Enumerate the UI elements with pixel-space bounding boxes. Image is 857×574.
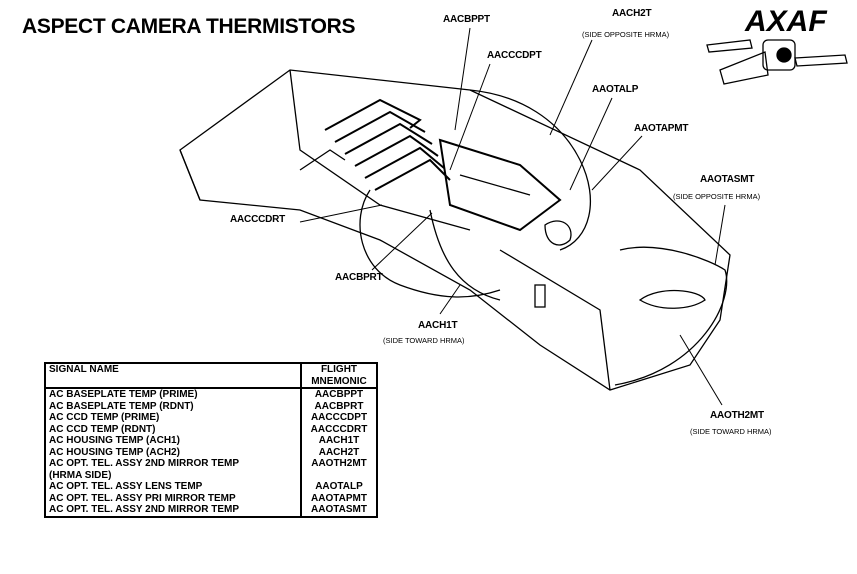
note-aaoth2mt: (SIDE TOWARD HRMA) bbox=[690, 427, 772, 436]
signal-name-text: AC OPT. TEL. ASSY 2ND MIRROR TEMP bbox=[49, 504, 240, 515]
signal-name-text: AC BASEPLATE TEMP (RDNT) bbox=[49, 400, 194, 412]
table-row: AC CCD TEMP (PRIME) AACCCDPT bbox=[45, 412, 377, 424]
signal-name-text: AC OPT. TEL. ASSY 2ND MIRROR TEMP bbox=[49, 458, 240, 469]
table-row: AC CCD TEMP (RDNT) AACCCDRT bbox=[45, 423, 377, 436]
label-aach1t: AACH1T bbox=[418, 320, 458, 331]
signal-name: AC HOUSING TEMP (ACH1) bbox=[45, 435, 301, 447]
signal-name: AC OPT. TEL. ASSY 2ND MIRROR TEMP bbox=[45, 504, 301, 517]
heat-sink-fins bbox=[324, 98, 451, 191]
signal-name: AC BASEPLATE TEMP (RDNT) bbox=[45, 401, 301, 413]
signal-name: AC CCD TEMP (RDNT) bbox=[45, 424, 301, 436]
table-row: AC BASEPLATE TEMP (RDNT) AACBPRT bbox=[45, 400, 377, 413]
leader-lines bbox=[299, 27, 726, 406]
label-aaotalp: AAOTALP bbox=[592, 84, 639, 95]
signal-name: AC BASEPLATE TEMP (PRIME) bbox=[45, 388, 301, 401]
camera-housing bbox=[179, 69, 731, 391]
table-row: AC OPT. TEL. ASSY LENS TEMP AAOTALP bbox=[45, 481, 377, 493]
satellite-icon bbox=[706, 39, 848, 85]
header-mnemonic: MNEMONIC bbox=[311, 375, 367, 387]
label-aacccdrt: AACCCDRT bbox=[230, 214, 286, 225]
label-aaotapmt: AAOTAPMT bbox=[634, 123, 689, 134]
label-aaotasmt: AAOTASMT bbox=[700, 174, 755, 185]
table-row: AC OPT. TEL. ASSY PRI MIRROR TEMP AAOTAPM… bbox=[45, 492, 377, 505]
note-aaotasmt: (SIDE OPPOSITE HRMA) bbox=[673, 192, 761, 201]
label-aaoth2mt: AAOTH2MT bbox=[710, 410, 764, 421]
table-row: AC HOUSING TEMP (ACH2) AACH2T bbox=[45, 446, 377, 459]
flight-mnemonic: AACBPRT bbox=[300, 400, 377, 412]
flight-mnemonic: AACBPPT bbox=[300, 388, 377, 401]
header-signal-name: SIGNAL NAME bbox=[45, 363, 301, 389]
flight-mnemonic: AACH1T bbox=[300, 435, 377, 447]
flight-mnemonic: AAOTALP bbox=[300, 481, 377, 493]
header-flight: FLIGHT bbox=[320, 364, 358, 375]
note-aach1t: (SIDE TOWARD HRMA) bbox=[383, 336, 465, 345]
flight-mnemonic: AACH2T bbox=[300, 446, 377, 458]
label-aacccdpt: AACCCDPT bbox=[487, 50, 542, 61]
flight-mnemonic: AAOTH2MT bbox=[300, 458, 377, 481]
page-title: ASPECT CAMERA THERMISTORS bbox=[22, 15, 356, 38]
note-aach2t: (SIDE OPPOSITE HRMA) bbox=[582, 30, 670, 39]
table-row: AC OPT. TEL. ASSY 2ND MIRROR TEMP AAOTASM… bbox=[45, 504, 377, 517]
signal-name-text: AC CCD TEMP (PRIME) bbox=[49, 412, 160, 423]
signal-name: AC OPT. TEL. ASSY PRI MIRROR TEMP bbox=[45, 493, 301, 505]
signal-name-text-line2: (HRMA SIDE) bbox=[49, 469, 112, 481]
signal-name: AC OPT. TEL. ASSY LENS TEMP bbox=[45, 481, 301, 493]
table-row: AC HOUSING TEMP (ACH1) AACH1T bbox=[45, 435, 377, 447]
signal-name: AC HOUSING TEMP (ACH2) bbox=[45, 447, 301, 459]
signal-name-text: AC HOUSING TEMP (ACH1) bbox=[49, 435, 180, 446]
signal-name: AC OPT. TEL. ASSY 2ND MIRROR TEMP(HRMA S… bbox=[45, 458, 301, 481]
flight-mnemonic: AAOTASMT bbox=[300, 504, 377, 517]
label-aacbprt: AACBPRT bbox=[335, 272, 383, 283]
signal-name: AC CCD TEMP (PRIME) bbox=[45, 412, 301, 424]
signal-name-text: AC BASEPLATE TEMP (PRIME) bbox=[49, 389, 198, 400]
table-row: AC OPT. TEL. ASSY 2ND MIRROR TEMP(HRMA S… bbox=[45, 458, 377, 481]
flight-mnemonic: AACCCDPT bbox=[300, 412, 377, 424]
flight-mnemonic: AAOTAPMT bbox=[300, 492, 377, 504]
signal-name-text: AC HOUSING TEMP (ACH2) bbox=[49, 446, 180, 458]
flight-mnemonic: AACCCDRT bbox=[300, 423, 377, 435]
axaf-logo: AXAF bbox=[745, 5, 827, 38]
label-aacbppt: AACBPPT bbox=[443, 14, 490, 25]
signal-name-text: AC OPT. TEL. ASSY PRI MIRROR TEMP bbox=[49, 492, 236, 504]
signal-name-text: AC OPT. TEL. ASSY LENS TEMP bbox=[49, 481, 203, 492]
label-aach2t: AACH2T bbox=[612, 8, 652, 19]
table-row: AC BASEPLATE TEMP (PRIME) AACBPPT bbox=[45, 388, 377, 401]
signal-name-text: AC CCD TEMP (RDNT) bbox=[49, 423, 156, 435]
